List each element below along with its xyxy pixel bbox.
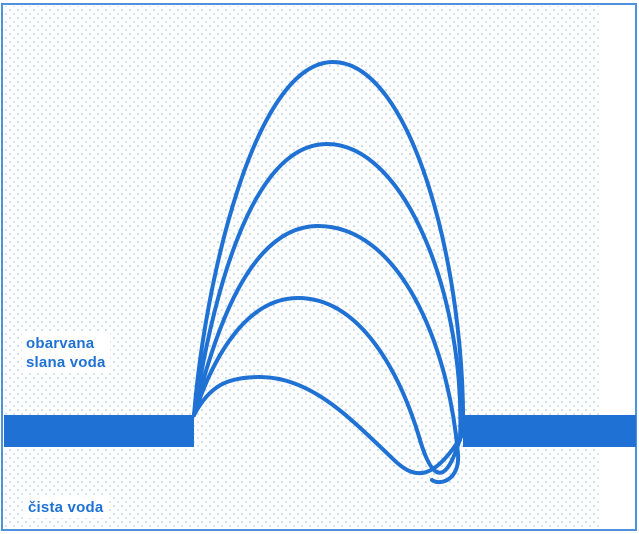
interface-bar-left — [4, 415, 194, 447]
right-margin — [600, 6, 634, 528]
water-fill — [4, 6, 600, 528]
interface-bar-right — [463, 415, 636, 447]
upper-liquid-label-line2: slana voda — [26, 353, 106, 372]
upper-liquid-label-line1: obarvana — [26, 334, 106, 353]
upper-liquid-label: obarvana slana voda — [22, 333, 110, 373]
lower-liquid-label: čista voda — [24, 497, 107, 518]
